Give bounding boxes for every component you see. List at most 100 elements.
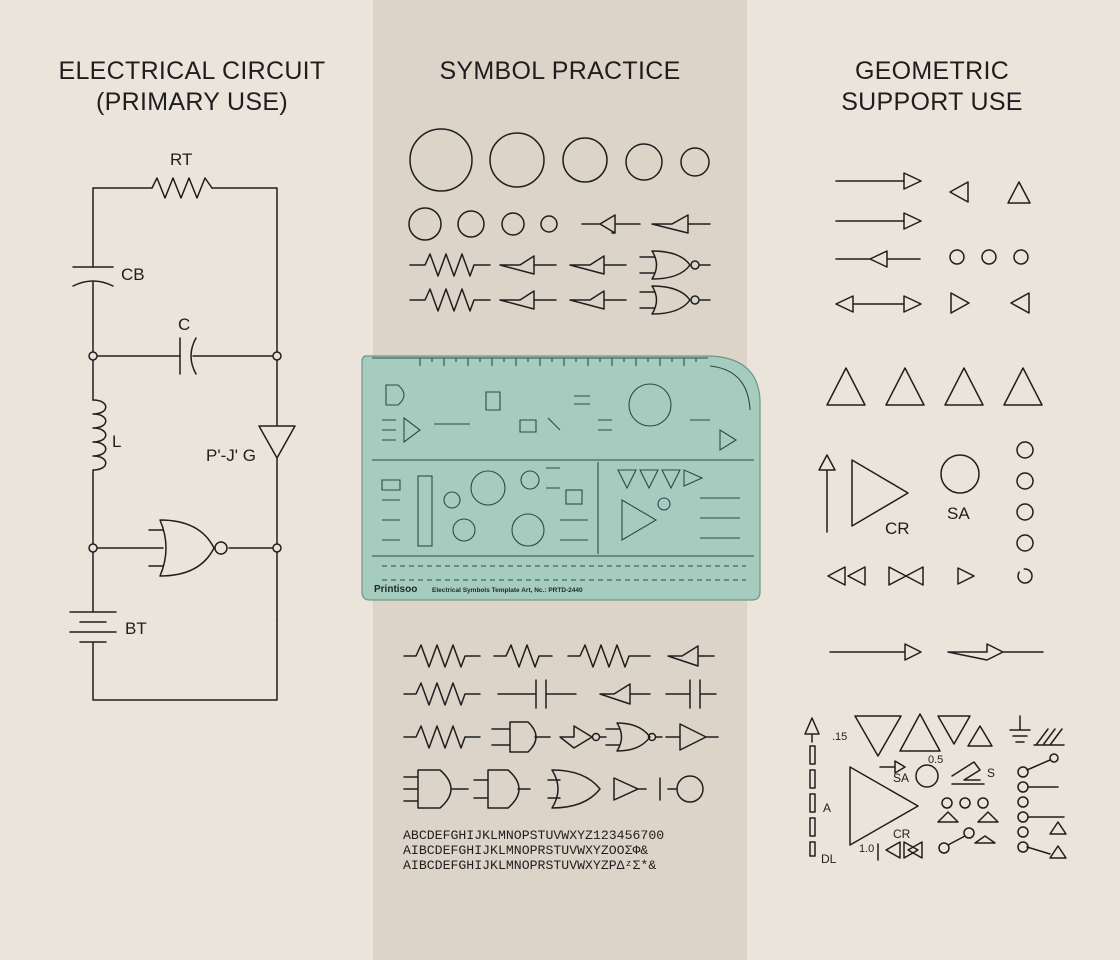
alphabet-line: AIBCDEFGHIJKLMNOPRSTUVWXYZPΔᶻΣ*&: [403, 858, 657, 873]
triangle-up: [1007, 181, 1031, 204]
triangle-left: [1010, 292, 1030, 314]
circle-small: [1016, 441, 1034, 459]
circle-symbol: [676, 775, 704, 803]
label-cr-small: CR: [893, 827, 911, 841]
label-rt: RT: [170, 150, 193, 169]
ruler-ticks: [419, 358, 697, 366]
circle-symbol: [409, 128, 473, 192]
label-10: 1.0: [859, 843, 875, 855]
nor-gate-symbol: [605, 722, 663, 752]
slot-rect: [809, 841, 816, 857]
diode-symbol: [569, 255, 627, 275]
protractor-arc: [709, 365, 751, 411]
resistor-symbol: [409, 253, 491, 277]
template-letter-rows: [382, 565, 746, 581]
diode-pjg: [258, 359, 296, 621]
resistor-symbol: [409, 288, 491, 312]
template-small-cutouts: [381, 467, 740, 541]
circle-symbol: [457, 210, 485, 238]
circle-symbol: [562, 137, 608, 183]
contact-circle: [1017, 766, 1029, 778]
double-triangle-left: [827, 566, 866, 586]
template-cutout: [443, 491, 461, 509]
buffer-symbol: [665, 723, 719, 751]
template-cutout: [470, 470, 506, 506]
heading-electrical-circuit: ELECTRICAL CIRCUIT (PRIMARY USE): [40, 56, 344, 118]
and-gate-symbol: [403, 769, 469, 809]
contact-circle: [1017, 811, 1029, 823]
diode-symbol: [499, 255, 557, 275]
inductor-l: [92, 399, 107, 613]
battery-bt: [69, 611, 278, 701]
triangle-right: [957, 567, 975, 585]
nor-gate: [159, 519, 215, 577]
circle-small: [915, 764, 939, 788]
geometric-support: [804, 172, 1067, 861]
resistor-symbol: [403, 682, 481, 706]
junction-node: [88, 351, 98, 361]
template-cutout: [385, 384, 405, 406]
label-c: C: [178, 315, 191, 334]
circle-open: [1017, 568, 1033, 584]
triangle-tiny: [937, 811, 999, 823]
circle-small: [1016, 503, 1034, 521]
heading-symbol-practice: SYMBOL PRACTICE: [400, 56, 720, 87]
label-bt: BT: [125, 619, 147, 638]
circle-symbol: [408, 207, 442, 241]
switch-symbol: [951, 761, 985, 785]
diode-symbol: [651, 214, 711, 234]
template-cutout: [417, 475, 433, 547]
ground-symbol: [1009, 715, 1065, 746]
heading-line: SYMBOL PRACTICE: [439, 57, 681, 85]
template-brand: Printisoo: [374, 584, 418, 595]
capacitor-symbol: [665, 679, 717, 709]
template-cutout: [621, 499, 658, 541]
label-dl: DL: [821, 852, 837, 866]
diode-symbol: [667, 645, 715, 667]
capacitor-symbol: [497, 679, 577, 709]
label-a: A: [823, 801, 832, 815]
circle-symbol: [625, 143, 663, 181]
label-l: L: [112, 432, 122, 451]
switch-symbol: [659, 777, 677, 801]
contact-circle: [977, 797, 989, 809]
contact-circle: [959, 797, 971, 809]
contact-circle: [1017, 781, 1029, 793]
triangle-right: [950, 292, 970, 314]
slot-rect: [809, 769, 816, 789]
label-cr: CR: [885, 519, 910, 538]
triangle-left: [949, 181, 969, 203]
contact-circle: [1017, 796, 1029, 808]
slot-rect: [809, 817, 816, 837]
resistor-symbol: [403, 644, 481, 668]
arrow-right: [835, 212, 922, 230]
amplifier-triangle: [849, 766, 919, 846]
diode-symbol: [569, 290, 627, 310]
resistor-symbol: [567, 644, 651, 668]
circuit-diagram: [69, 177, 296, 701]
circle-small: [949, 249, 965, 265]
triangle-up: [967, 725, 993, 747]
label-15: .15: [832, 731, 848, 743]
diode-symbol: [599, 683, 651, 705]
junction-node: [88, 543, 98, 553]
triangle-down: [937, 715, 971, 745]
circle-small: [981, 249, 997, 265]
nor-gate-wires: [92, 529, 278, 567]
gate-bubble: [690, 295, 700, 305]
template-small-cutouts: [382, 391, 738, 451]
label-sa: SA: [947, 504, 970, 523]
triangle-cr: [851, 459, 909, 527]
contact-circle: [1017, 826, 1029, 838]
triangle-up: [899, 713, 941, 752]
heading-line: ELECTRICAL CIRCUIT: [58, 57, 326, 85]
triangle-large: [826, 367, 866, 406]
buffer-symbol: [559, 725, 607, 749]
symbol-practice-top: [408, 128, 711, 315]
arrow-right: [829, 643, 922, 661]
nor-gate-bubble: [214, 541, 228, 555]
slot-rect: [809, 793, 816, 813]
alphabet-line: ABCDEFGHIJKLMNOPSTUVWXYZ123456700: [403, 828, 665, 843]
